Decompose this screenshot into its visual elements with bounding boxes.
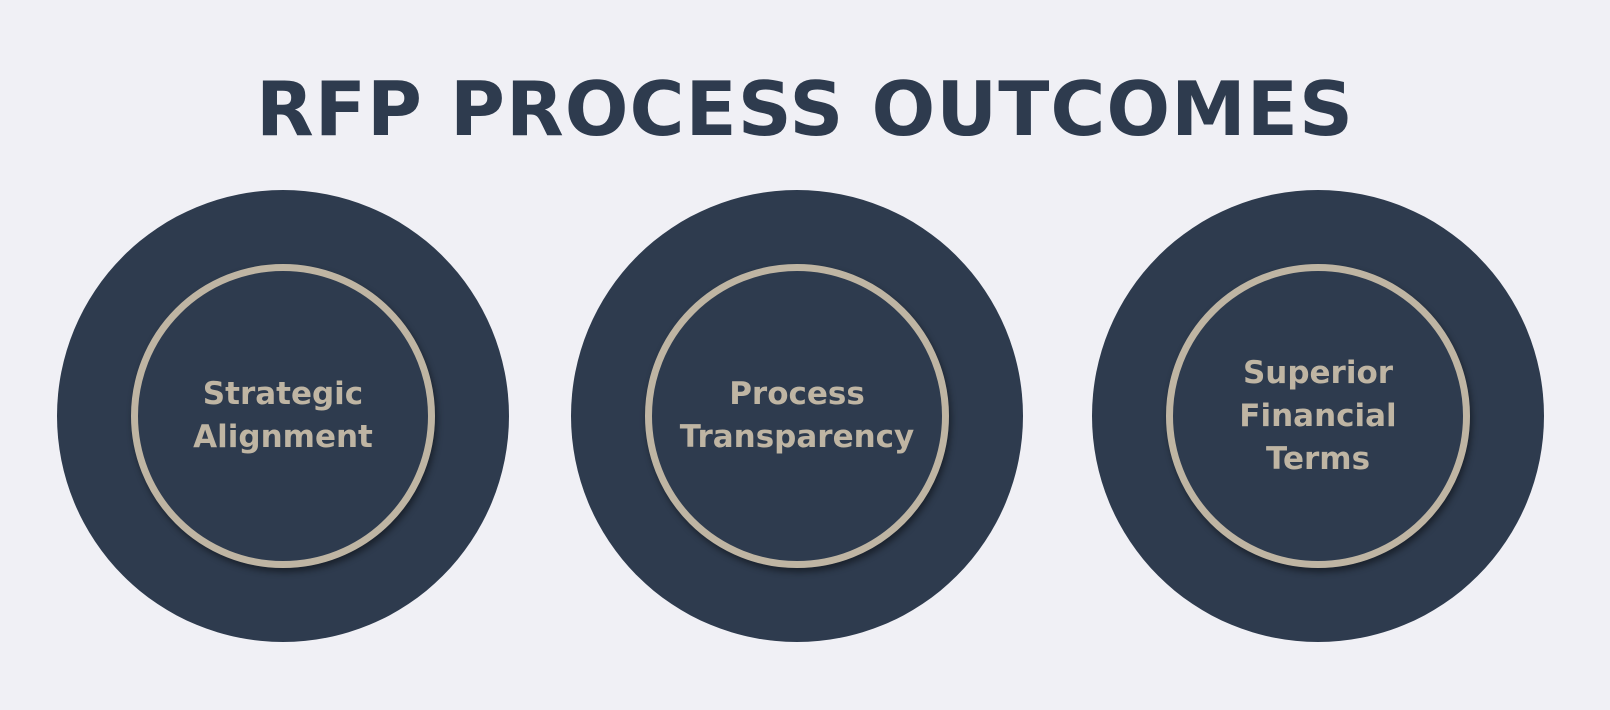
outcome-label: Superior Financial Terms [1239,354,1397,477]
outcome-ring: Superior Financial Terms [1166,264,1470,568]
page-title: RFP PROCESS OUTCOMES [255,65,1355,153]
outcome-circle-process-transparency: Process Transparency [571,190,1023,642]
outcome-label: Process Transparency [679,376,915,455]
outcome-label: Strategic Alignment [193,376,373,455]
outcome-ring: Process Transparency [645,264,949,568]
outcome-circle-superior-financial-terms: Superior Financial Terms [1092,190,1544,642]
outcome-ring: Strategic Alignment [131,264,435,568]
outcome-circle-strategic-alignment: Strategic Alignment [57,190,509,642]
